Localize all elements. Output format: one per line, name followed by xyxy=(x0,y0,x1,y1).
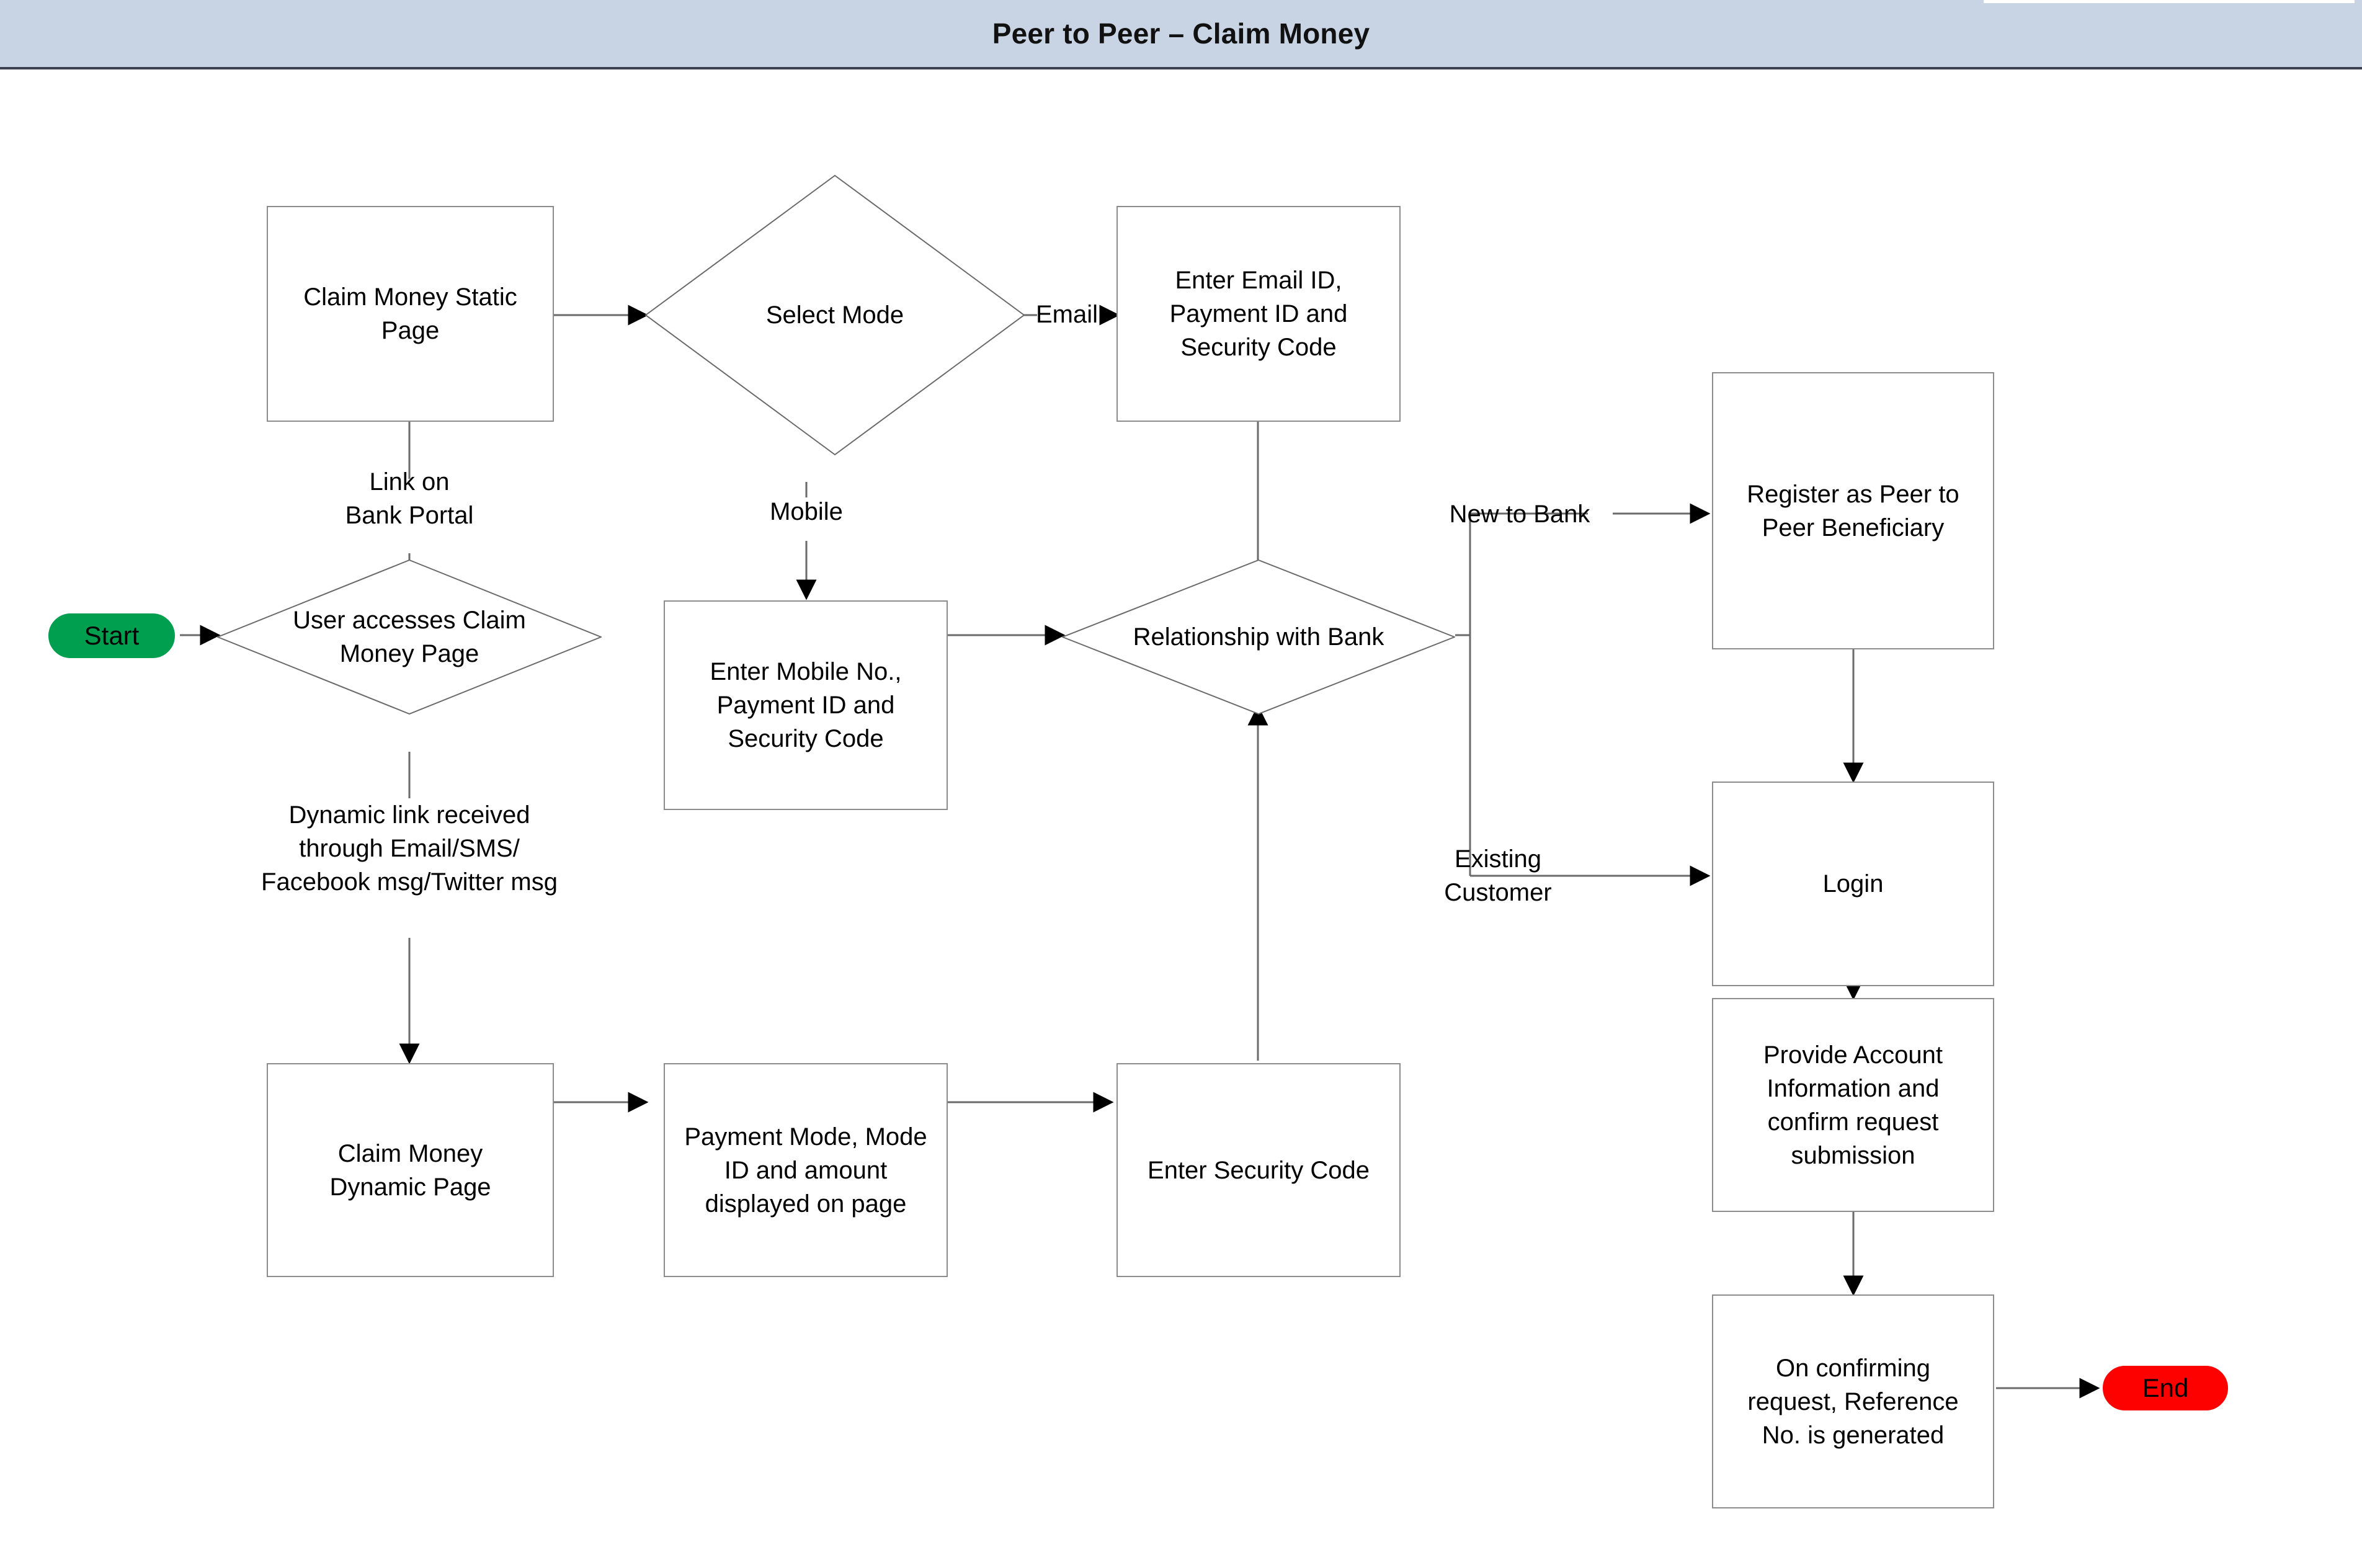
edge-label-email: Email xyxy=(1035,301,1099,328)
node-claim-money-static-page-label: Claim Money Static Page xyxy=(303,283,517,344)
node-select-mode[interactable]: Select Mode xyxy=(645,175,1025,455)
node-end-label: End xyxy=(2142,1373,2189,1402)
edge-label-dynamic-link-received: Dynamic link received through Email/SMS/… xyxy=(261,801,558,896)
flowchart-edge-layer xyxy=(180,305,2100,1399)
node-login-label: Login xyxy=(1822,870,1884,898)
node-payment-mode-details[interactable]: Payment Mode, Mode ID and amount display… xyxy=(664,1063,948,1277)
node-relationship-with-bank-label: Relationship with Bank xyxy=(1133,623,1384,651)
window-title-bar: Peer to Peer – Claim Money xyxy=(0,0,2362,69)
node-claim-money-dynamic-page-label: Claim Money Dynamic Page xyxy=(329,1139,491,1201)
node-claim-money-static-page[interactable]: Claim Money Static Page xyxy=(267,206,554,422)
node-reference-number-generated[interactable]: On confirming request, Reference No. is … xyxy=(1712,1294,1994,1508)
node-enter-email-details[interactable]: Enter Email ID, Payment ID and Security … xyxy=(1116,206,1401,422)
node-claim-money-dynamic-page[interactable]: Claim Money Dynamic Page xyxy=(267,1063,554,1277)
node-enter-mobile-details-label: Enter Mobile No., Payment ID and Securit… xyxy=(710,658,902,752)
node-provide-account-information-label: Provide Account Information and confirm … xyxy=(1763,1041,1943,1169)
edge-label-existing-customer: Existing Customer xyxy=(1444,845,1552,906)
edge-label-mobile: Mobile xyxy=(770,498,843,525)
node-enter-email-details-label: Enter Email ID, Payment ID and Security … xyxy=(1169,267,1348,361)
edge-label-link-on-bank-portal: Link on Bank Portal xyxy=(345,468,474,529)
flowchart-canvas: Start User accesses Claim Money Page Cla… xyxy=(0,69,2362,1568)
title-bar-top-notch xyxy=(1984,0,2362,3)
node-relationship-with-bank[interactable]: Relationship with Bank xyxy=(1062,559,1455,715)
node-reference-number-generated-label: On confirming request, Reference No. is … xyxy=(1747,1354,1959,1449)
node-start-label: Start xyxy=(84,621,140,650)
node-register-as-peer-beneficiary-label: Register as Peer to Peer Beneficiary xyxy=(1747,480,1959,541)
node-select-mode-label: Select Mode xyxy=(765,301,904,329)
node-end[interactable]: End xyxy=(2103,1366,2228,1410)
node-enter-security-code-label: Enter Security Code xyxy=(1148,1156,1370,1184)
node-enter-mobile-details[interactable]: Enter Mobile No., Payment ID and Securit… xyxy=(664,600,948,810)
node-start[interactable]: Start xyxy=(48,613,175,658)
edge-label-new-to-bank: New to Bank xyxy=(1449,501,1590,528)
node-register-as-peer-beneficiary[interactable]: Register as Peer to Peer Beneficiary xyxy=(1712,372,1994,649)
node-payment-mode-details-label: Payment Mode, Mode ID and amount display… xyxy=(684,1123,927,1218)
page-title: Peer to Peer – Claim Money xyxy=(992,17,1370,50)
node-user-accesses-claim-money-page-label: User accesses Claim Money Page xyxy=(293,607,526,667)
node-login[interactable]: Login xyxy=(1712,782,1994,986)
diamond-shape-relationship xyxy=(1062,559,1455,715)
diamond-shape-user-access xyxy=(217,559,602,715)
title-bar-corner-patch xyxy=(2355,0,2362,4)
node-enter-security-code[interactable]: Enter Security Code xyxy=(1116,1063,1401,1277)
node-user-accesses-claim-money-page[interactable]: User accesses Claim Money Page xyxy=(217,559,602,715)
diamond-shape-select-mode xyxy=(645,175,1025,455)
node-provide-account-information[interactable]: Provide Account Information and confirm … xyxy=(1712,998,1994,1212)
